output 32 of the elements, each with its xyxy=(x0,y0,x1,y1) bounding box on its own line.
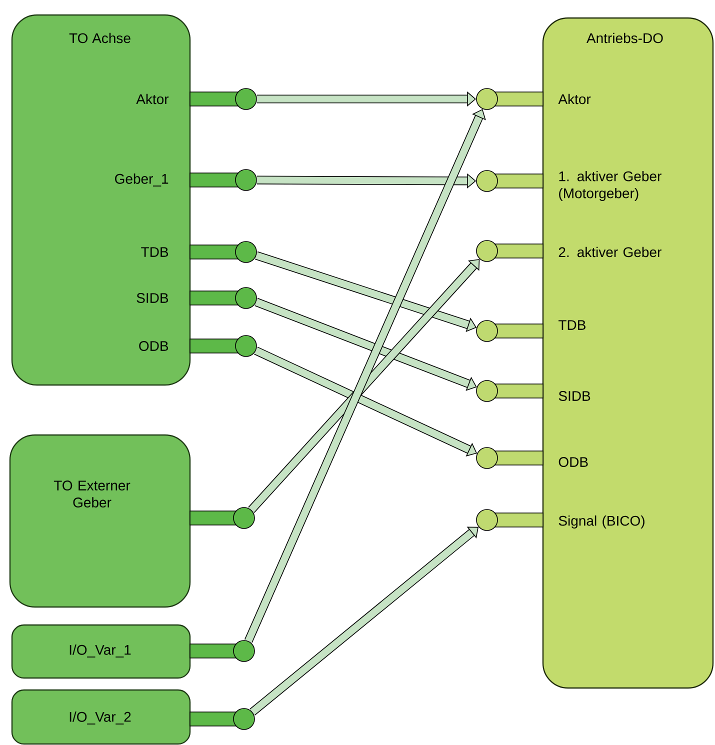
port-circle xyxy=(235,169,257,191)
port-circle xyxy=(476,380,498,402)
port-circle xyxy=(233,640,255,662)
port-label: Aktor xyxy=(136,94,169,104)
port-label: SIDB xyxy=(558,391,590,401)
port-circle xyxy=(476,240,498,262)
port-label: TDB xyxy=(141,247,168,257)
port-circle xyxy=(235,88,257,110)
port-label: ODB xyxy=(139,341,168,351)
block-box: TO Externer Geber xyxy=(9,434,191,608)
port-circle xyxy=(476,447,498,469)
port-label: Aktor xyxy=(558,94,591,104)
block-box: I/O_Var_2 xyxy=(11,689,191,745)
port-circle xyxy=(235,335,257,357)
port-label: 1. aktiver Geber (Motorgeber) xyxy=(559,170,662,202)
port-label: SIDB xyxy=(136,293,168,303)
port-circle xyxy=(476,509,498,531)
port-circle xyxy=(235,241,257,263)
port-circle xyxy=(476,320,498,342)
port-label: Signal (BICO) xyxy=(558,515,644,529)
port-label: TDB xyxy=(558,320,586,330)
port-circle xyxy=(233,708,255,730)
port-circle xyxy=(235,287,257,309)
port-label: 2. aktiver Geber xyxy=(558,246,662,258)
block-box: I/O_Var_1 xyxy=(11,624,191,679)
port-circle xyxy=(476,170,498,192)
port-label: ODB xyxy=(558,457,588,467)
arrow xyxy=(254,298,477,391)
port-label: Geber_1 xyxy=(115,174,168,186)
port-circle xyxy=(233,507,255,529)
arrow xyxy=(248,259,480,513)
port-circle xyxy=(476,88,498,110)
